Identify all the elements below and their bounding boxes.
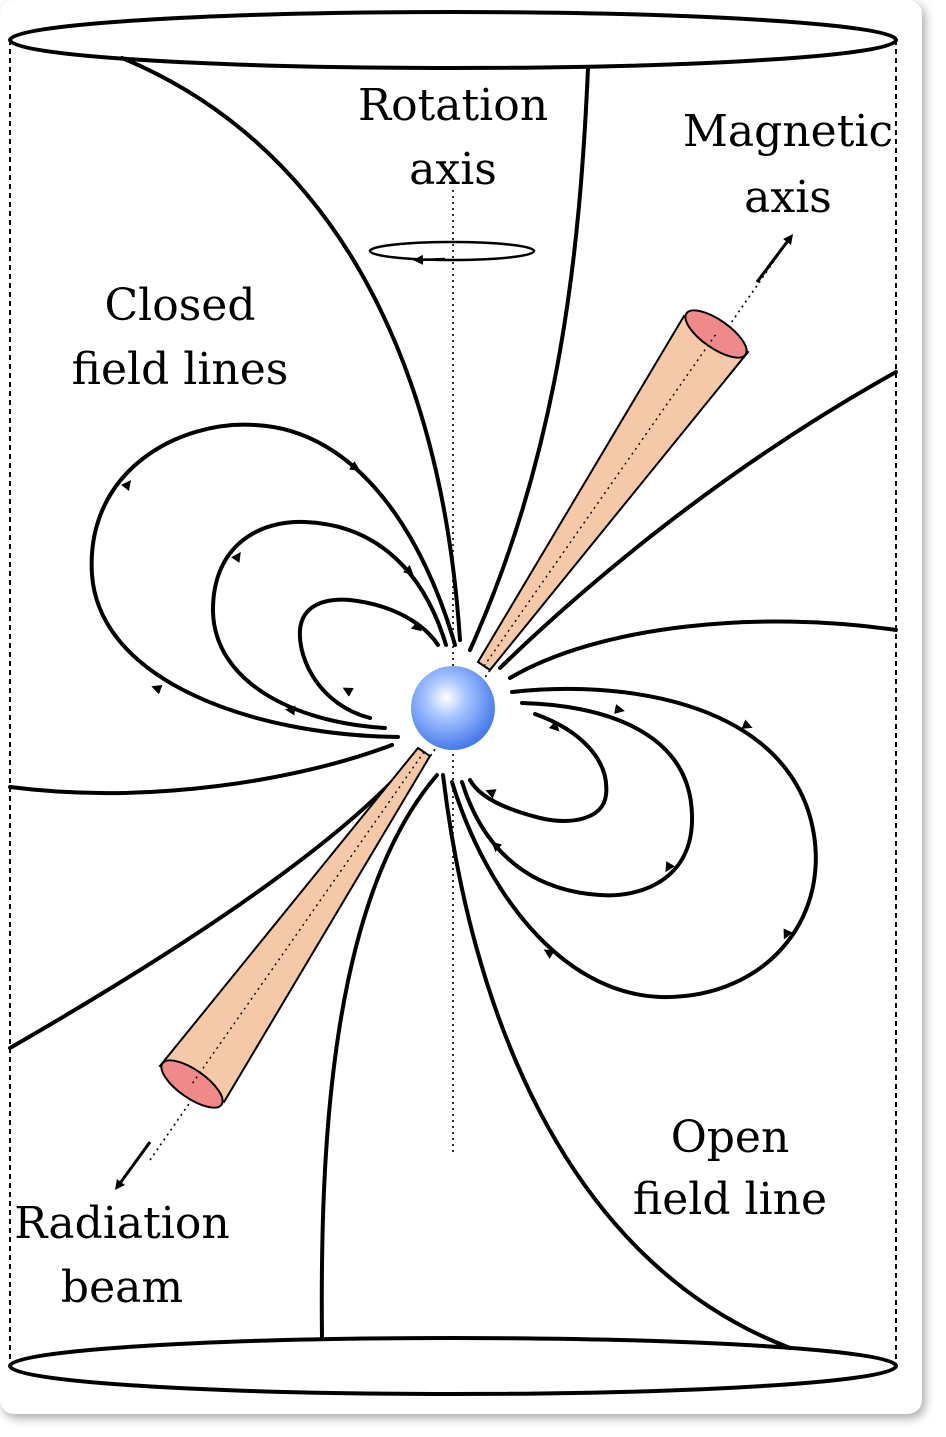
arrow-icon [614, 704, 625, 714]
label-rotation-axis-1: Rotation [358, 80, 548, 131]
label-radiation-beam-1: Radiation [14, 1198, 229, 1249]
label-closed-field-2: field lines [72, 344, 289, 395]
cylinder [8, 10, 898, 1366]
radiation-beam-lower [158, 746, 432, 1109]
magnetic-axis-arrow-icon [755, 234, 793, 283]
label-open-field-2: field line [633, 1174, 827, 1225]
open-line-top [468, 66, 590, 652]
cylinder-bottom-ellipse [8, 1336, 898, 1396]
radiation-beam-arrow-icon [115, 1141, 152, 1191]
open-line-right-lower [508, 619, 898, 680]
open-line-right-upper [498, 370, 898, 670]
rotation-ellipse [368, 240, 536, 262]
label-magnetic-axis-1: Magnetic [683, 106, 893, 157]
arrow-icon [342, 687, 354, 697]
closed-line-left-inner [297, 597, 440, 720]
label-open-field-1: Open [671, 1112, 790, 1163]
closed-field-lines-right [450, 686, 818, 1000]
radiation-beam-upper [476, 309, 750, 672]
open-line-left-upper [8, 743, 394, 795]
closed-line-right-outer [450, 686, 818, 1000]
label-radiation-beam-2: beam [61, 1262, 183, 1313]
open-line-left-lower [8, 766, 407, 1050]
cylinder-top-ellipse [8, 10, 898, 70]
neutron-star [411, 666, 495, 750]
open-line-top-left [120, 56, 462, 642]
closed-field-lines-left [89, 422, 457, 739]
labels: Rotation axis Magnetic axis Closed field… [14, 80, 893, 1313]
label-rotation-axis-2: axis [409, 144, 497, 195]
open-line-bottom [319, 773, 439, 1340]
label-magnetic-axis-2: axis [744, 172, 832, 223]
closed-line-right-inner [468, 712, 609, 823]
label-closed-field-1: Closed [104, 280, 255, 331]
closed-line-right-middle [460, 701, 695, 898]
closed-line-left-outer [89, 422, 457, 739]
closed-line-left-middle [210, 519, 448, 730]
rotation-arrow-icon [413, 254, 446, 265]
open-line-bottom-right [441, 773, 792, 1350]
arrow-icon [783, 928, 793, 940]
arrow-icon [151, 685, 163, 695]
open-field-lines [8, 56, 898, 1350]
